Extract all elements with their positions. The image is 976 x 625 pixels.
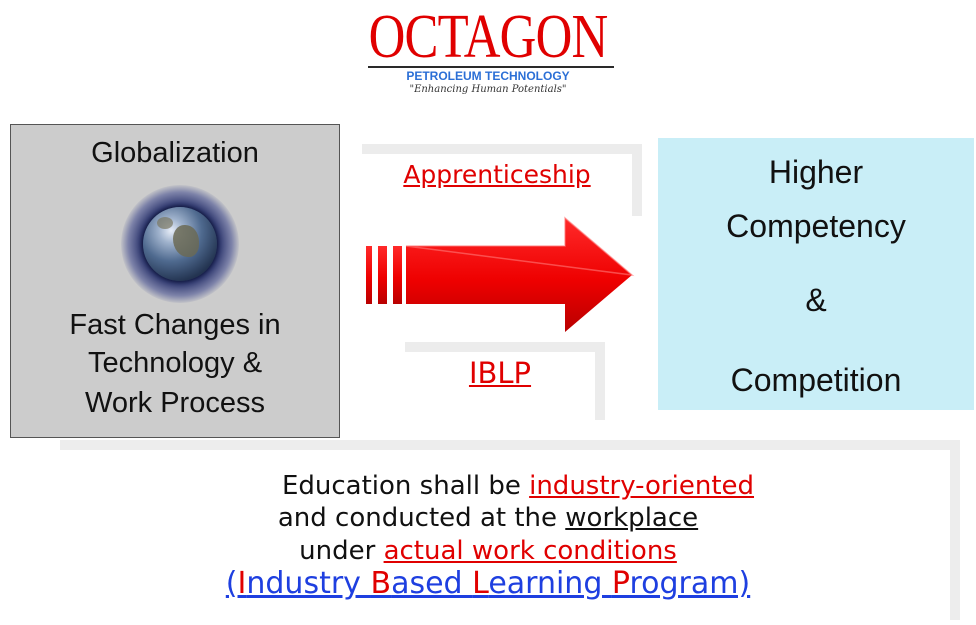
iblp-label: IBLP — [468, 356, 532, 390]
globe-landmass — [173, 225, 199, 257]
competency-box: Higher Competency & Competition — [658, 138, 974, 410]
arrow-stripe — [366, 246, 372, 304]
logo-title: OCTAGON — [368, 3, 609, 71]
globe-landmass — [157, 217, 173, 229]
iblp-full-name: (Industry Based Learning Program) — [0, 568, 976, 600]
globalization-label: Globalization — [91, 137, 259, 169]
paren: ( — [225, 566, 238, 601]
initial-l: L — [472, 566, 489, 601]
apprenticeship-frame — [362, 144, 642, 216]
word-based: ased — [391, 566, 473, 601]
word-program: rogram) — [629, 566, 751, 601]
statement-text: under — [299, 536, 384, 566]
technology-label: Technology & — [87, 347, 263, 379]
statement-line-3: under actual work conditions — [0, 535, 976, 567]
globe-icon — [143, 207, 217, 281]
iblp-frame — [405, 342, 605, 420]
arrow-stripe — [378, 246, 387, 304]
workplace-link: workplace — [565, 503, 699, 533]
logo-divider — [368, 66, 614, 68]
statement-frame — [60, 440, 960, 620]
statement-line-2: and conducted at the workplace — [0, 502, 976, 534]
fast-changes-label: Fast Changes in — [69, 309, 281, 341]
initial-b: B — [370, 566, 392, 601]
statement-text: Education shall be — [281, 471, 530, 501]
word-industry: ndustry — [246, 566, 371, 601]
arrow-body — [406, 218, 632, 332]
logo-subtitle: PETROLEUM TECHNOLOGY — [406, 69, 570, 83]
higher-label: Higher — [768, 154, 864, 190]
work-process-label: Work Process — [85, 387, 265, 419]
logo-tagline: "Enhancing Human Potentials" — [409, 84, 567, 95]
word-learning: earning — [488, 566, 612, 601]
actual-work-conditions-link: actual work conditions — [383, 536, 677, 566]
competition-label: Competition — [730, 362, 902, 398]
statement-line-1: Education shall be industry-oriented — [30, 470, 976, 502]
competency-label: Competency — [726, 208, 906, 244]
globalization-box: Globalization Fast Changes in Technology… — [10, 124, 340, 438]
industry-oriented-link: industry-oriented — [529, 471, 755, 501]
arrow-stripe — [393, 246, 402, 304]
initial-p: P — [611, 566, 630, 601]
statement-text: and conducted at the — [277, 503, 566, 533]
apprenticeship-label: Apprenticeship — [403, 160, 591, 189]
initial-i: I — [237, 566, 247, 601]
ampersand-label: & — [805, 282, 827, 318]
arrow-icon — [366, 216, 635, 332]
